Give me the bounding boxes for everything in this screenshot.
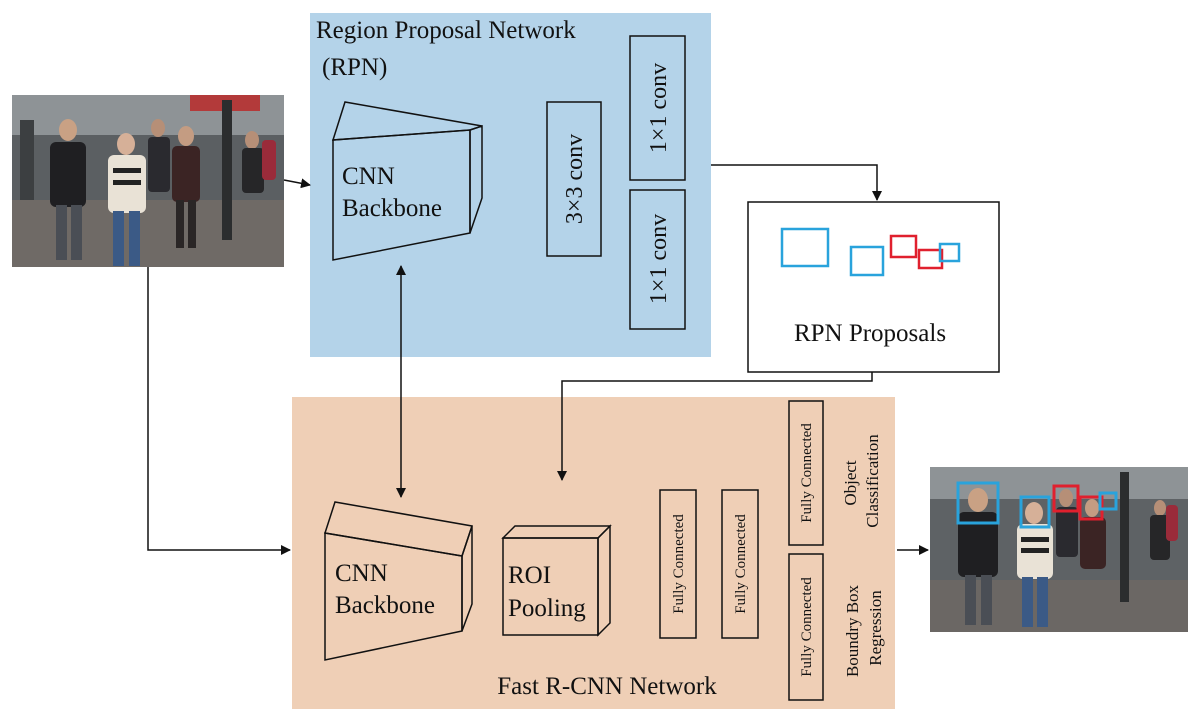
arrow-proposals-to-roi	[557, 372, 873, 481]
conv-1x1-bottom-label: 1×1 conv	[646, 214, 672, 304]
fc-regression-label: Fully Connected	[799, 577, 815, 677]
proposal-box-red	[889, 234, 918, 259]
fc-layer-2	[721, 489, 759, 639]
proposal-boxes	[780, 227, 961, 277]
proposal-box-red	[917, 248, 944, 270]
rpn-title-line1: Region Proposal Network	[316, 17, 576, 44]
conv-1x1-bottom-box	[629, 189, 686, 330]
output-image	[930, 467, 1188, 632]
detection-box-red	[1052, 484, 1080, 513]
rpn-proposals-label: RPN Proposals	[794, 320, 946, 347]
conv-3x3-box	[546, 101, 602, 257]
arrow-input-to-fast	[147, 267, 291, 555]
arrow-rpn-to-proposals	[711, 164, 882, 201]
roi-label-line1: ROI	[508, 562, 551, 589]
rpn-panel	[310, 13, 711, 357]
fc-regression	[788, 553, 824, 701]
fast-cnn-backbone	[324, 501, 473, 661]
bbox-regression-line1: Boundry Box	[843, 584, 862, 677]
rpn-backbone-label-line2: Backbone	[342, 195, 442, 222]
object-classification-line2: Classification	[863, 434, 882, 528]
fc-classification	[788, 400, 824, 546]
conv-3x3-label: 3×3 conv	[562, 134, 588, 224]
fc-layer-2-label: Fully Connected	[733, 514, 749, 614]
fast-rcnn-title: Fast R-CNN Network	[497, 673, 717, 700]
detection-box-blue	[1019, 495, 1051, 529]
roi-label-line2: Pooling	[508, 595, 586, 622]
fast-rcnn-panel	[292, 397, 895, 709]
detection-boxes	[956, 481, 1118, 529]
rpn-proposals-box	[747, 201, 1000, 373]
detection-box-blue	[1098, 491, 1118, 511]
conv-1x1-top-box	[629, 35, 686, 181]
rpn-backbone-label-line1: CNN	[342, 163, 395, 190]
fast-backbone-label-line2: Backbone	[335, 592, 435, 619]
fast-backbone-label-line1: CNN	[335, 560, 388, 587]
rpn-title-line2: (RPN)	[322, 54, 387, 81]
conv-1x1-top-label: 1×1 conv	[646, 63, 672, 153]
proposal-box-blue	[938, 242, 961, 263]
arrow-input-to-rpn	[283, 178, 311, 189]
roi-pooling-cube	[501, 524, 612, 637]
object-classification-line1: Object	[841, 460, 860, 506]
proposal-box-blue	[849, 245, 885, 277]
bbox-regression-line2: Regression	[866, 590, 885, 666]
arrows	[147, 164, 929, 555]
detection-box-blue	[956, 481, 1000, 525]
rpn-cnn-backbone	[331, 101, 483, 261]
fc-layer-1	[659, 489, 697, 639]
fc-layer-1-label: Fully Connected	[671, 514, 687, 614]
fc-classification-label: Fully Connected	[799, 423, 815, 523]
input-image	[12, 95, 284, 267]
proposal-box-blue	[780, 227, 830, 268]
